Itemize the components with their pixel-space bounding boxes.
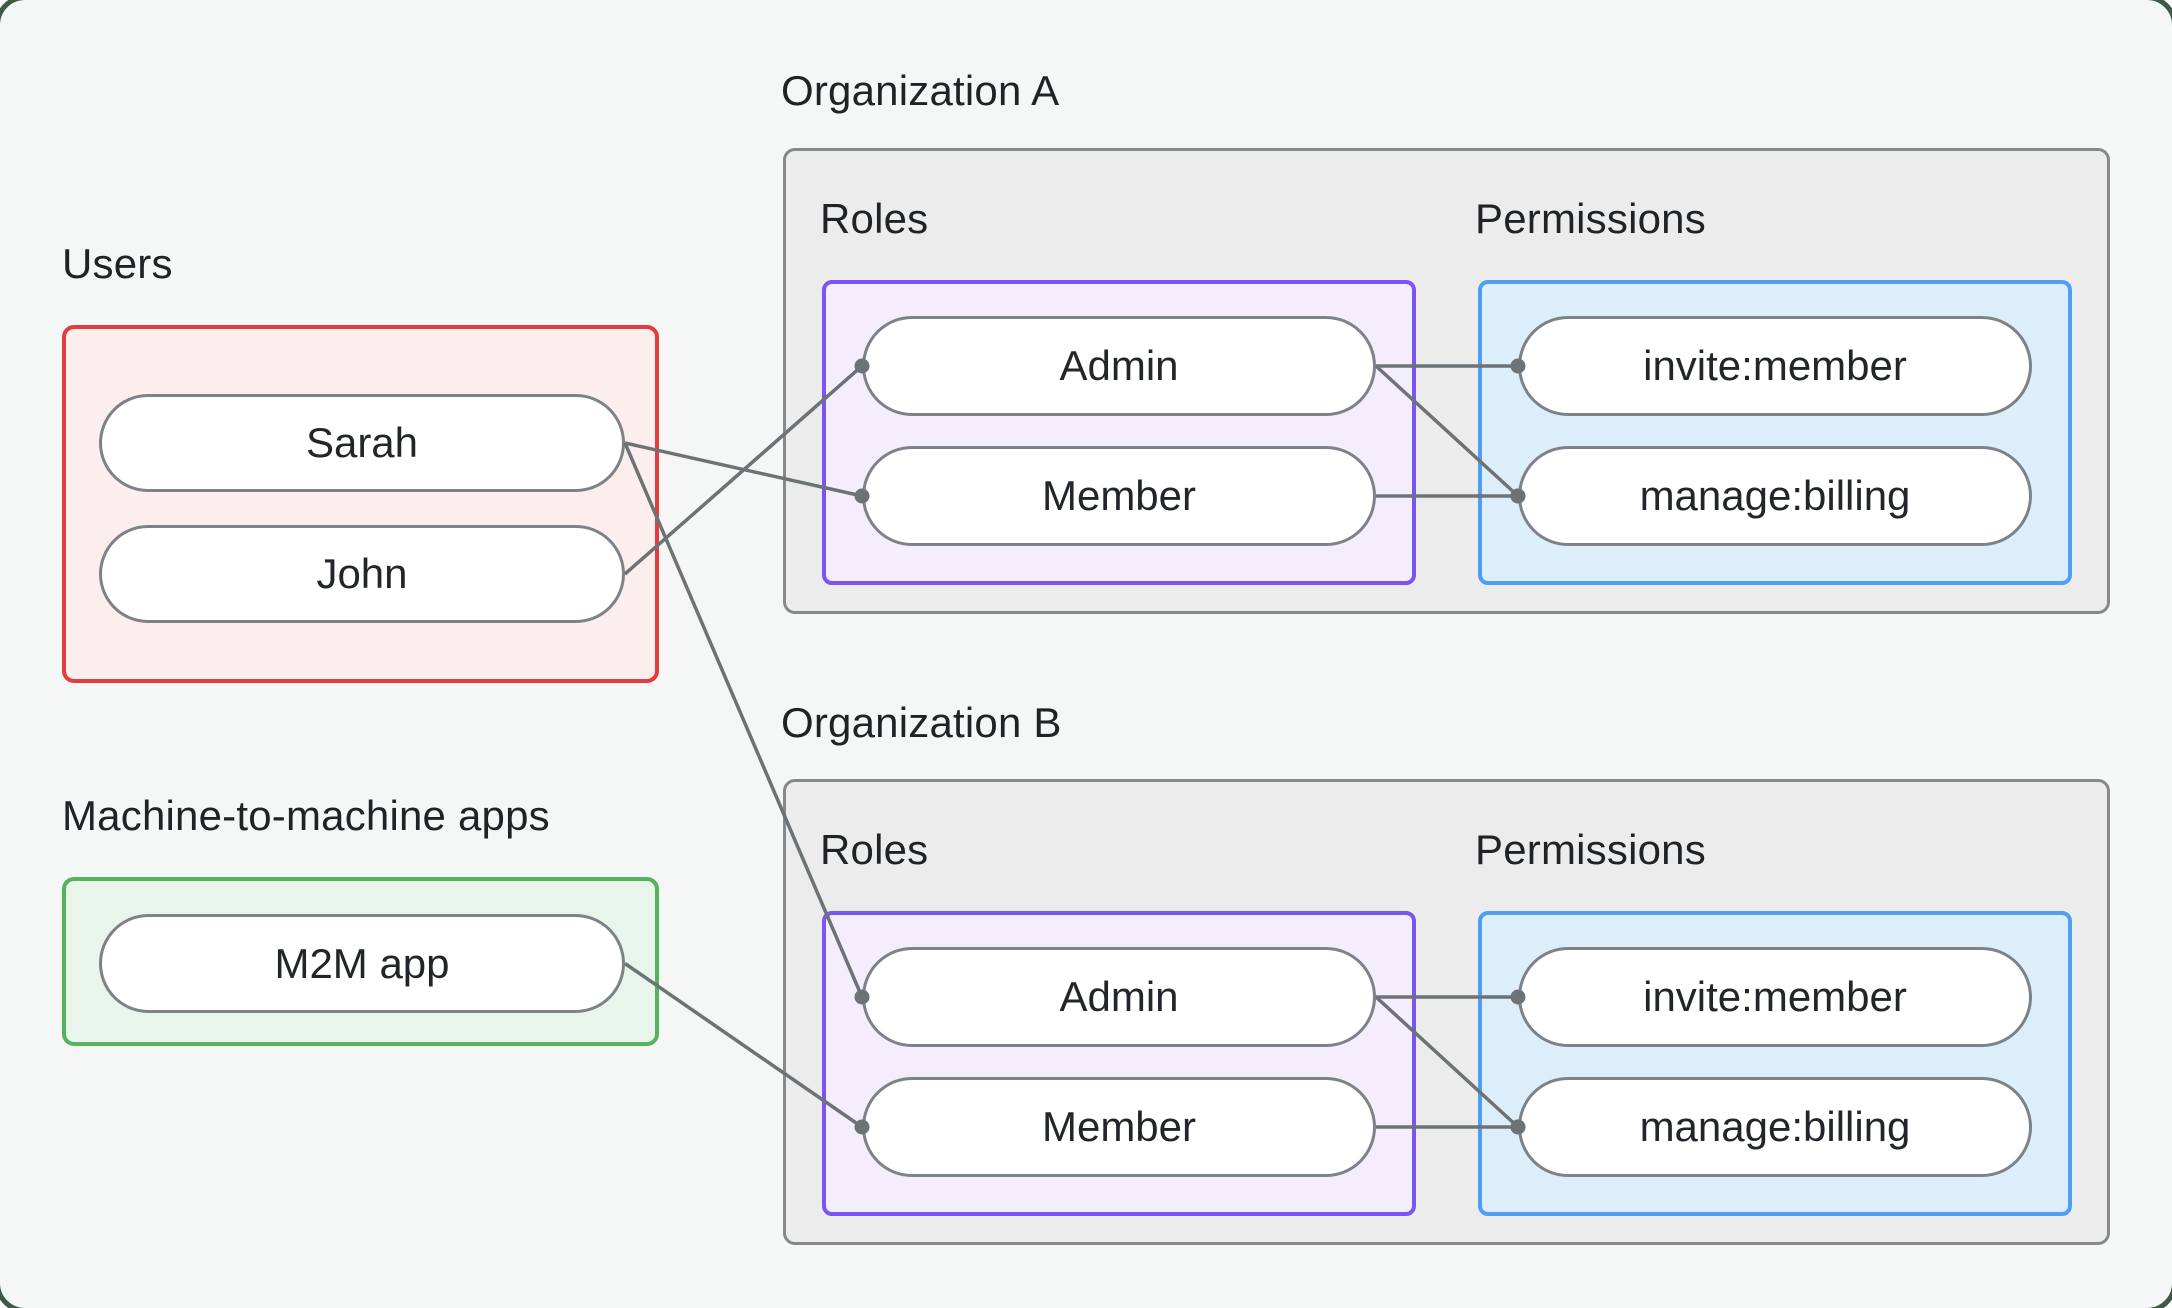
org-b-roles-label: Roles <box>820 826 929 873</box>
org-a-member-node: Member <box>862 446 1376 546</box>
org-b-title: Organization B <box>781 699 1062 746</box>
m2m-group-label: Machine-to-machine apps <box>62 792 550 839</box>
org-a-roles-label: Roles <box>820 195 929 242</box>
m2m-group-box: M2M app <box>62 877 659 1046</box>
org-b-admin-node: Admin <box>862 947 1376 1047</box>
org-a-roles-box: Admin Member <box>822 280 1416 585</box>
org-a-title: Organization A <box>781 67 1060 114</box>
users-group-label: Users <box>62 240 173 287</box>
org-b-permissions-box: invite:member manage:billing <box>1478 911 2072 1216</box>
org-b-member-node: Member <box>862 1077 1376 1177</box>
org-b-billing-permission-node: manage:billing <box>1518 1077 2032 1177</box>
org-a-admin-node: Admin <box>862 316 1376 416</box>
org-b-permissions-label: Permissions <box>1475 826 1706 873</box>
org-a-invite-permission-node: invite:member <box>1518 316 2032 416</box>
user-node-sarah: Sarah <box>99 394 625 492</box>
m2m-app-node: M2M app <box>99 914 625 1013</box>
org-a-permissions-box: invite:member manage:billing <box>1478 280 2072 585</box>
org-b-box: Roles Permissions Admin Member invite:me… <box>783 779 2110 1245</box>
user-node-john: John <box>99 525 625 623</box>
org-a-billing-permission-node: manage:billing <box>1518 446 2032 546</box>
org-a-box: Roles Permissions Admin Member invite:me… <box>783 148 2110 614</box>
org-b-roles-box: Admin Member <box>822 911 1416 1216</box>
org-a-permissions-label: Permissions <box>1475 195 1706 242</box>
org-b-invite-permission-node: invite:member <box>1518 947 2032 1047</box>
users-group-box: Sarah John <box>62 325 659 683</box>
